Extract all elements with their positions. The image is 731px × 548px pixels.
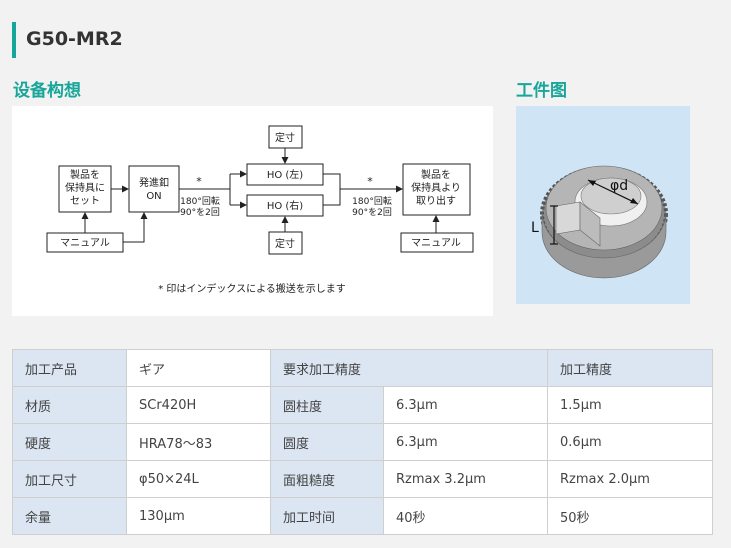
- diameter-label: φd: [610, 178, 628, 194]
- section-title-workpiece: 工件图: [516, 81, 567, 101]
- section-title-concept: 设备构想: [13, 81, 81, 101]
- length-label: L: [531, 220, 539, 236]
- header-cell: 要求加工精度: [269, 349, 549, 387]
- spec-table: 加工产品 ギア 要求加工精度 加工精度 材质 SCr420H 圆柱度 6.3μm…: [12, 349, 714, 535]
- process-flow-diagram: 製品を 保持具に セット マニュアル 発進釦 ON * 180°回転 90°を2…: [12, 106, 493, 316]
- index-label-1-line-1: 180°回転: [180, 196, 220, 207]
- row-label: 加工时间: [270, 497, 384, 535]
- index-star-1: *: [196, 175, 202, 188]
- product-out-line-1: 製品を: [421, 168, 451, 181]
- product-out-line-2: 保持具より: [411, 181, 461, 194]
- row-label: 材质: [12, 386, 127, 424]
- row-label: 圆柱度: [270, 386, 384, 424]
- table-row: 余量 130μm 加工时间 40秒 50秒: [12, 497, 714, 535]
- table-cell: 0.6μm: [547, 423, 714, 461]
- table-cell: 40秒: [382, 497, 549, 535]
- table-cell: 6.3μm: [382, 423, 549, 461]
- start-line-1: 発進釦: [139, 176, 169, 189]
- box-start-button: [128, 165, 180, 213]
- header-cell: ギア: [126, 349, 271, 387]
- ho-left-label: HO (左): [267, 168, 303, 181]
- table-cell: SCr420H: [126, 386, 271, 424]
- table-cell: 130μm: [126, 497, 271, 535]
- table-row: 材质 SCr420H 圆柱度 6.3μm 1.5μm: [12, 386, 714, 424]
- row-label: 余量: [12, 497, 127, 535]
- table-cell: HRA78～83: [126, 423, 271, 461]
- ho-right-label: HO (右): [267, 199, 303, 212]
- row-label: 圆度: [270, 423, 384, 461]
- workpiece-gear-drawing: φd L: [516, 106, 690, 304]
- header-cell: 加工产品: [12, 349, 127, 387]
- fixed-top-label: 定寸: [275, 131, 295, 144]
- table-row: 加工尺寸 φ50×24L 面粗糙度 Rzmax 3.2μm Rzmax 2.0μ…: [12, 460, 714, 498]
- product-in-line-2: 保持具に: [65, 181, 105, 194]
- row-label: 加工尺寸: [12, 460, 127, 498]
- page-title: G50-MR2: [26, 28, 123, 50]
- row-label: 面粗糙度: [270, 460, 384, 498]
- table-cell: 50秒: [547, 497, 714, 535]
- index-label-1-line-2: 90°を2回: [180, 207, 220, 218]
- table-header-row: 加工产品 ギア 要求加工精度 加工精度: [12, 349, 714, 387]
- table-cell: 1.5μm: [547, 386, 714, 424]
- table-cell: Rzmax 2.0μm: [547, 460, 714, 498]
- box-manual-right: [400, 232, 474, 253]
- start-line-2: ON: [146, 191, 161, 202]
- product-in-line-1: 製品を: [70, 168, 100, 181]
- table-cell: φ50×24L: [126, 460, 271, 498]
- fixed-bottom-label: 定寸: [275, 237, 295, 250]
- table-row: 硬度 HRA78～83 圆度 6.3μm 0.6μm: [12, 423, 714, 461]
- index-label-2-line-2: 90°を2回: [352, 207, 392, 218]
- table-cell: Rzmax 3.2μm: [382, 460, 549, 498]
- product-out-line-3: 取り出す: [416, 194, 456, 207]
- row-label: 硬度: [12, 423, 127, 461]
- diagram-footnote: * 印はインデックスによる搬送を示します: [158, 282, 346, 295]
- header-cell: 加工精度: [547, 349, 714, 387]
- manual-left-label: マニュアル: [60, 238, 110, 249]
- product-in-line-3: セット: [70, 195, 100, 207]
- table-cell: 6.3μm: [382, 386, 549, 424]
- index-star-2: *: [367, 175, 373, 188]
- title-accent-bar: [12, 22, 16, 58]
- gear-icon: [540, 165, 668, 279]
- index-label-2-line-1: 180°回転: [352, 196, 392, 207]
- manual-right-label: マニュアル: [411, 238, 461, 249]
